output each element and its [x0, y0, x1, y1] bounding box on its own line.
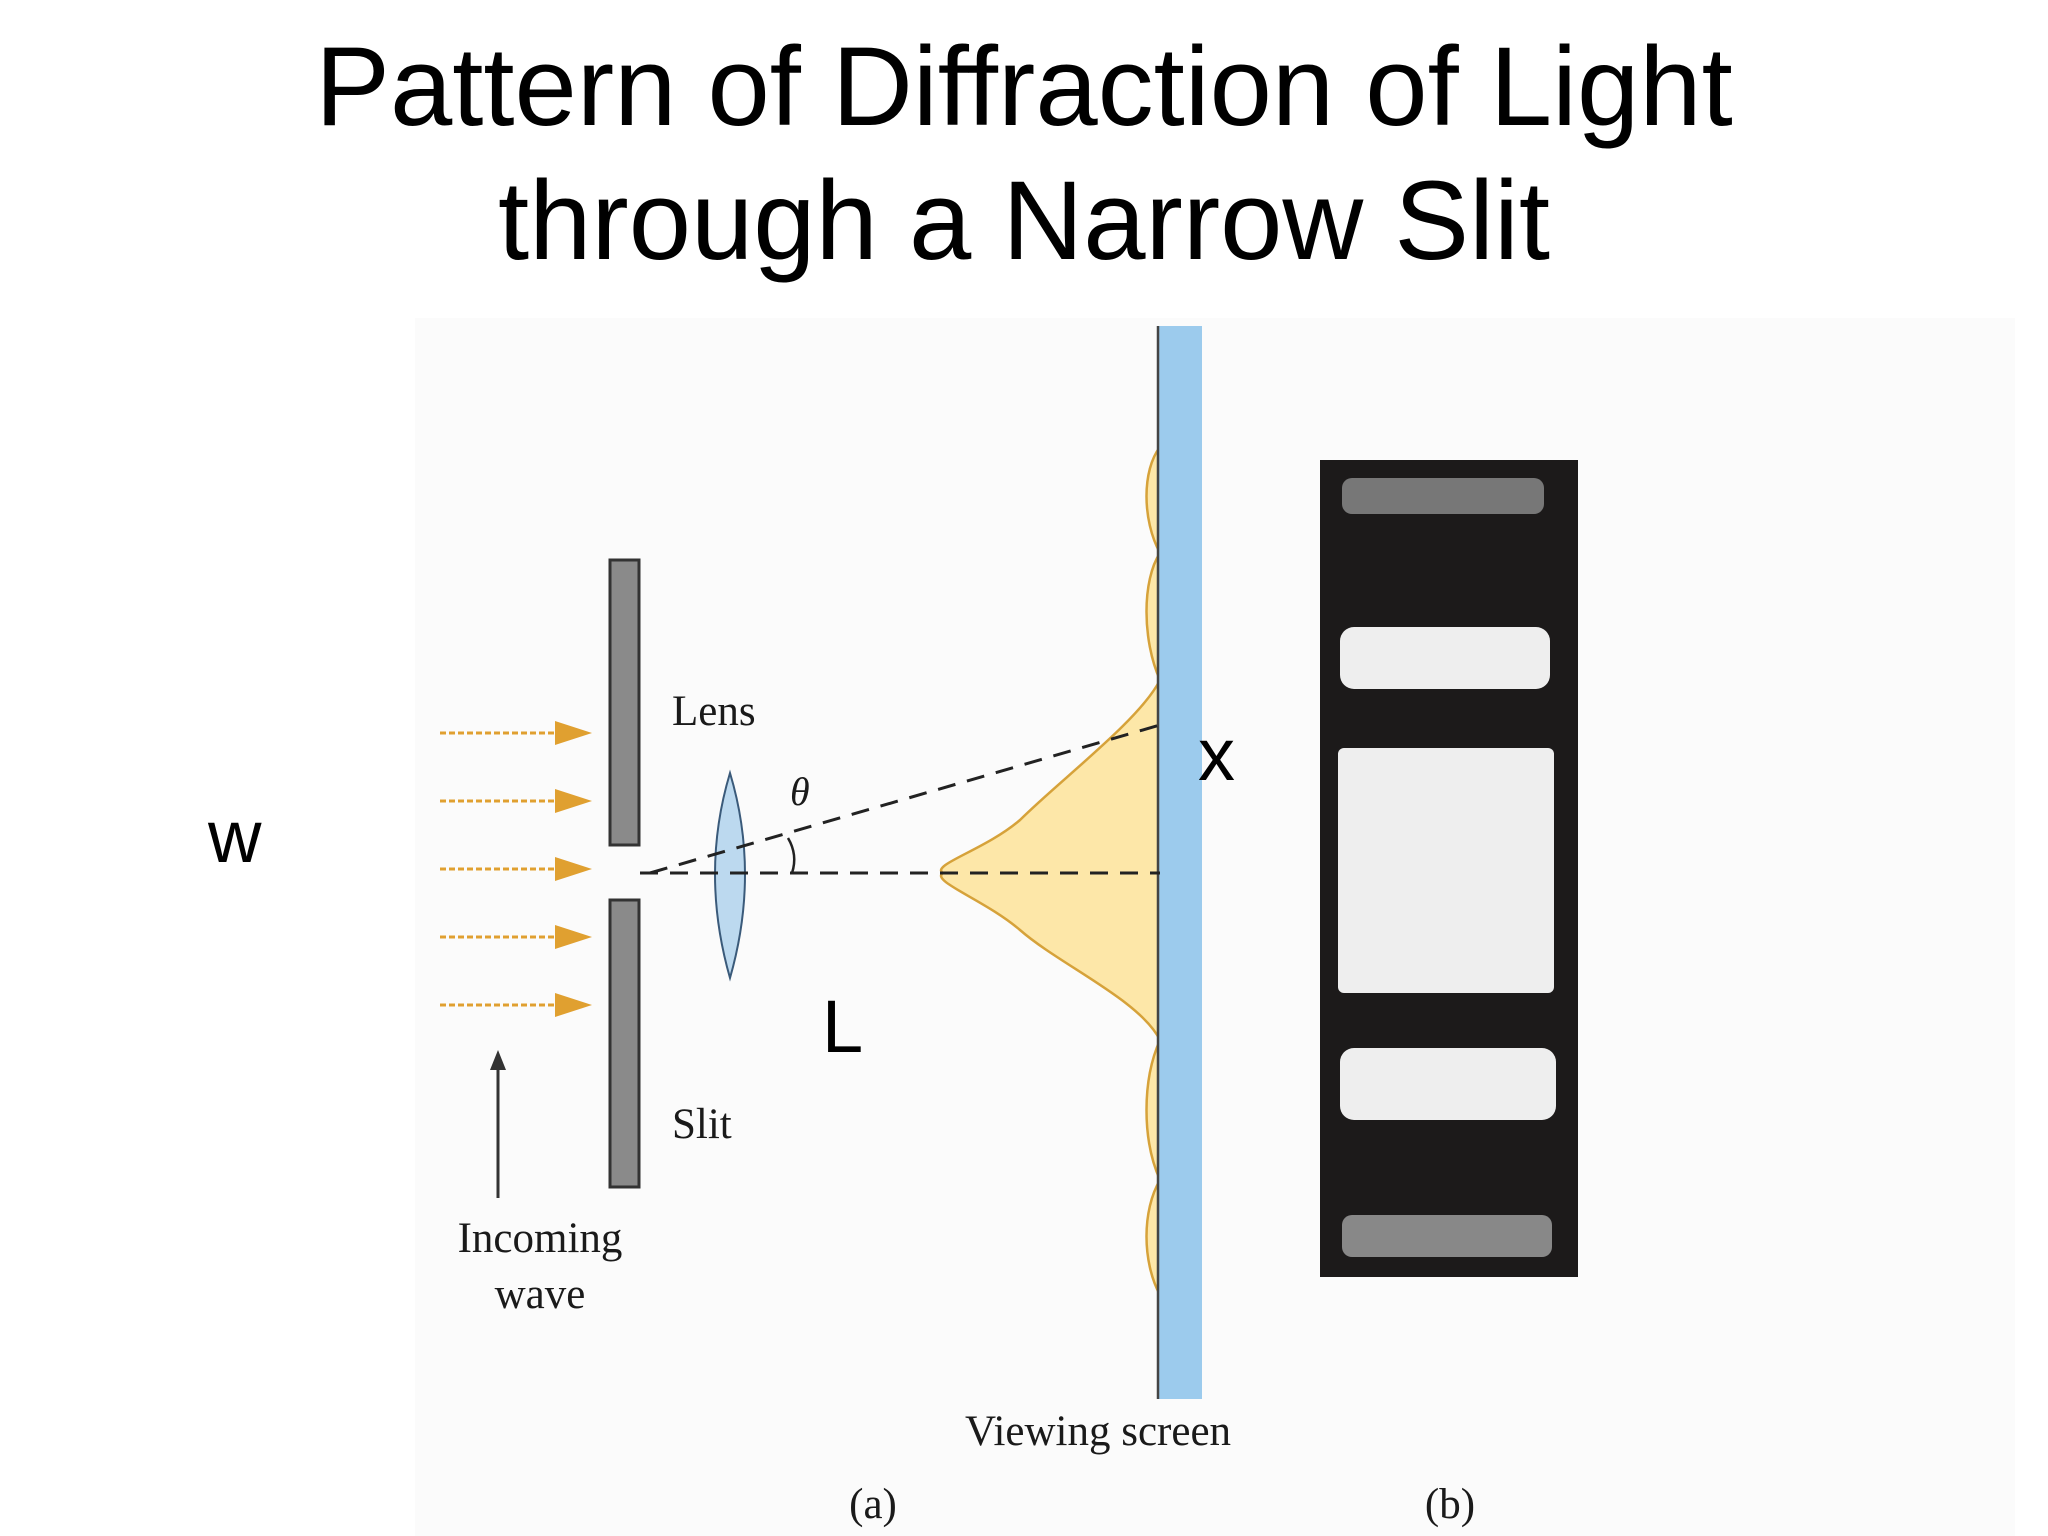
- incoming-wave-label-line1: Incoming: [458, 1215, 623, 1262]
- title-line-1: Pattern of Diffraction of Light: [315, 24, 1733, 149]
- part-b-label: (b): [1425, 1481, 1475, 1528]
- theta-label: θ: [790, 769, 810, 814]
- figure-backdrop: [415, 318, 2015, 1536]
- slide-title: Pattern of Diffraction of Light through …: [0, 20, 2048, 288]
- theta-angle-arc: [786, 837, 796, 874]
- w-label: w: [208, 795, 262, 878]
- incoming-wave-arrows: [440, 721, 592, 1017]
- viewing-screen: [1158, 326, 1202, 1399]
- x-label: x: [1198, 713, 1235, 796]
- title-line-2: through a Narrow Slit: [497, 158, 1551, 283]
- incoming-arrow: [440, 721, 592, 745]
- viewing-screen-label: Viewing screen: [965, 1408, 1231, 1455]
- incoming-arrow: [440, 993, 592, 1017]
- incoming-arrow: [440, 789, 592, 813]
- part-a-label: (a): [849, 1481, 897, 1528]
- incoming-wave-label-line2: wave: [495, 1271, 586, 1318]
- fringe-central-maximum: [1338, 748, 1554, 993]
- slit-plate-lower: [608, 898, 641, 1189]
- slit-label: Slit: [672, 1101, 732, 1148]
- fringe-faint-top: [1342, 478, 1544, 514]
- lens-label: Lens: [672, 688, 756, 735]
- fringe-faint-bottom: [1342, 1215, 1552, 1257]
- incoming-arrow: [440, 857, 592, 881]
- fringe-bright-upper: [1340, 627, 1550, 689]
- fringe-bright-lower: [1340, 1048, 1556, 1120]
- incoming-arrow: [440, 925, 592, 949]
- fringe-pattern: [1320, 460, 1578, 1277]
- slit-plate-upper: [608, 558, 641, 847]
- incoming-wave-pointer: [490, 1050, 506, 1198]
- lens: [714, 769, 746, 982]
- L-label: L: [822, 985, 864, 1068]
